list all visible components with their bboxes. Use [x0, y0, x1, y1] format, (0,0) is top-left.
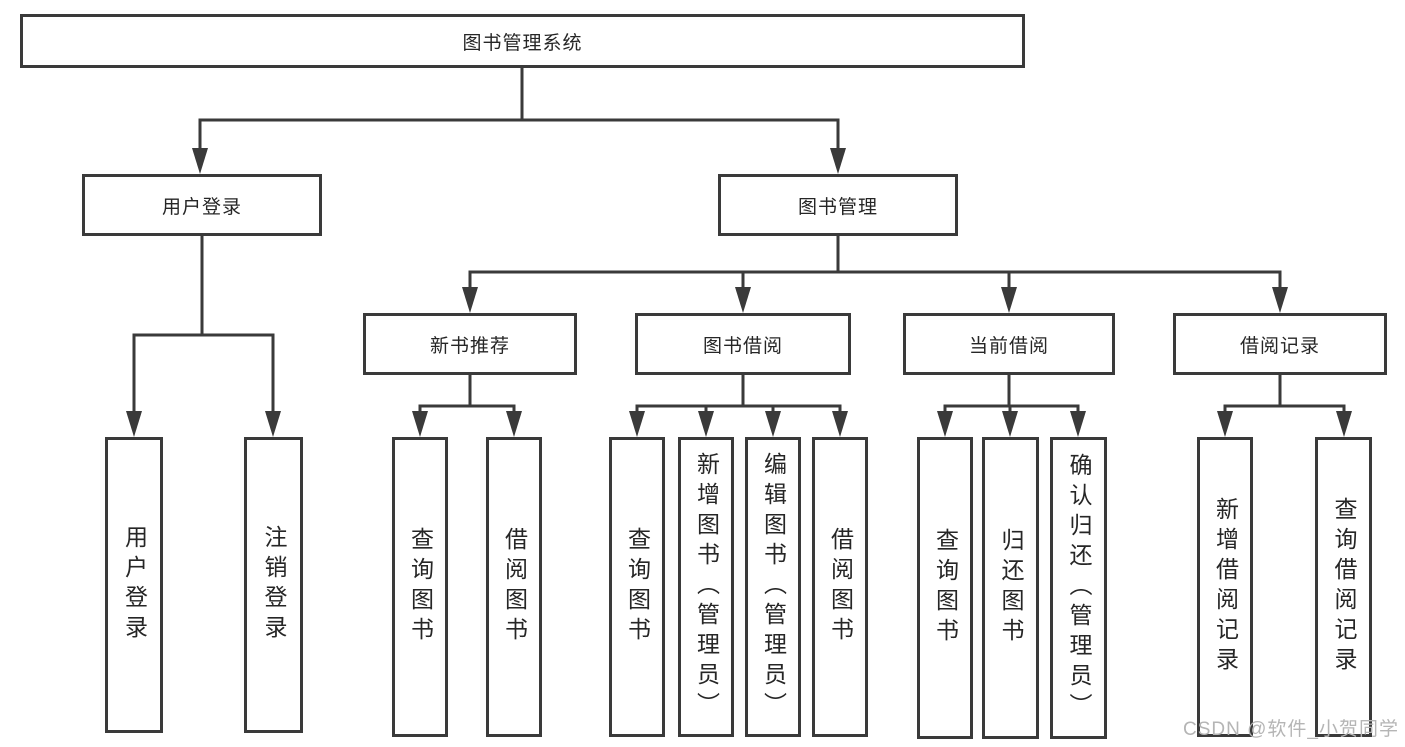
node-user-login: 用户登录: [82, 174, 322, 236]
leaf-query-books-current: 查询图书: [917, 437, 973, 739]
node-borrow-record: 借阅记录: [1173, 313, 1387, 375]
node-current-borrow: 当前借阅: [903, 313, 1115, 375]
leaf-edit-books-admin: 编辑图书（管理员）: [745, 437, 801, 737]
csdn-watermark: CSDN @软件_小贺同学: [1183, 719, 1399, 740]
leaf-return-books: 归还图书: [982, 437, 1039, 739]
node-book-management: 图书管理: [718, 174, 958, 236]
leaf-borrow-books: 借阅图书: [812, 437, 868, 737]
leaf-logout: 注销登录: [244, 437, 303, 733]
leaf-confirm-return-admin: 确认归还（管理员）: [1050, 437, 1107, 739]
node-new-book-recommend: 新书推荐: [363, 313, 577, 375]
leaf-add-books-admin: 新增图书（管理员）: [678, 437, 734, 737]
leaf-add-borrow-record: 新增借阅记录: [1197, 437, 1253, 737]
node-book-borrow: 图书借阅: [635, 313, 851, 375]
leaf-query-borrow-record: 查询借阅记录: [1315, 437, 1372, 737]
leaf-borrow-books-recommend: 借阅图书: [486, 437, 542, 737]
leaf-query-books-recommend: 查询图书: [392, 437, 448, 737]
node-library-management-system: 图书管理系统: [20, 14, 1025, 68]
leaf-query-books-borrow: 查询图书: [609, 437, 665, 737]
leaf-user-login: 用户登录: [105, 437, 163, 733]
